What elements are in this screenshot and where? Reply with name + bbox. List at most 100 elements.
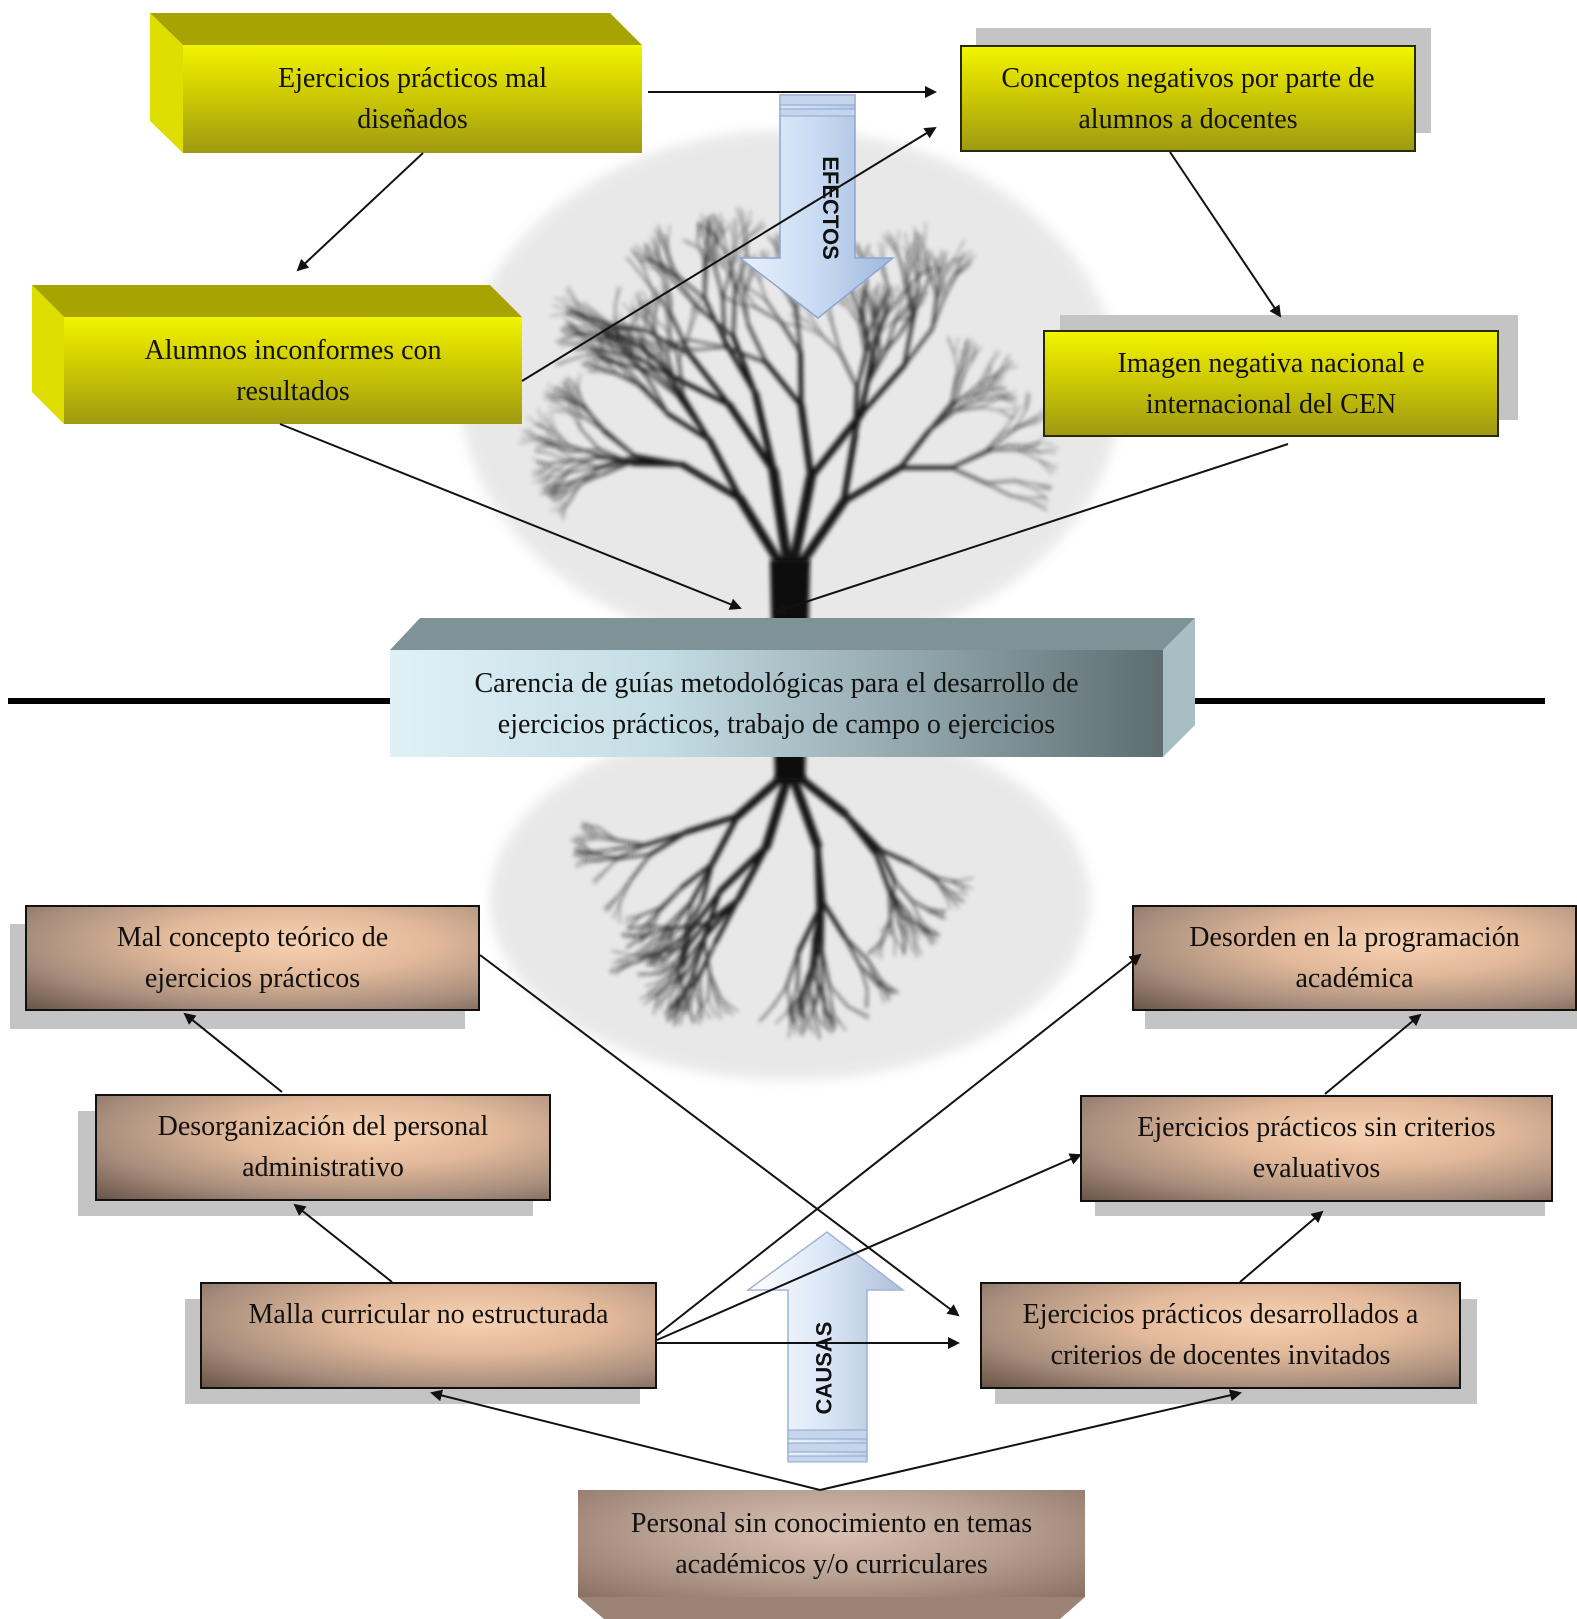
effect-text: Imagen negativa nacional e internacional…	[1117, 347, 1425, 420]
central-problem-text: Carencia de guías metodológicas para el …	[474, 667, 1079, 740]
tree-branch	[564, 406, 585, 419]
tree-root	[582, 828, 597, 839]
tree-branch	[967, 345, 971, 362]
tree-branch	[952, 406, 982, 413]
tree-branch	[967, 349, 979, 362]
tree-branch	[551, 491, 568, 494]
tree-branch	[952, 395, 976, 413]
tree-branch	[953, 353, 960, 377]
tree-root	[625, 914, 642, 919]
tree-root	[597, 826, 618, 842]
tree-branch	[1000, 416, 1014, 434]
tree-branch	[646, 377, 669, 416]
tree-branch	[988, 349, 998, 367]
tree-root	[903, 936, 908, 954]
tree-root	[922, 929, 933, 946]
tree-branch	[960, 350, 969, 362]
cause-box-mal-concepto-teorico: Mal concepto teórico de ejercicios práct…	[25, 905, 480, 1011]
tree-root	[689, 861, 714, 904]
tree-root	[662, 926, 675, 952]
tree-root	[617, 843, 648, 859]
tree-branch	[956, 257, 962, 276]
tree-branch	[1020, 418, 1036, 426]
cause-box-desorden-programacion: Desorden en la programación académica	[1132, 905, 1577, 1011]
tree-root	[892, 878, 913, 902]
tree-branch	[999, 397, 1016, 402]
tree-root	[888, 888, 892, 921]
tree-branch	[950, 392, 977, 404]
tree-root	[615, 839, 648, 847]
tree-root	[893, 938, 896, 957]
tree-root	[932, 877, 952, 893]
tree-branch	[962, 354, 965, 378]
tree-branch	[1000, 424, 1023, 434]
tree-branch	[555, 386, 570, 396]
tree-root	[583, 822, 598, 835]
tree-branch	[560, 388, 575, 398]
cause-text: Desorganización del personal administrat…	[157, 1111, 489, 1183]
tree-root	[948, 893, 964, 903]
tree-root	[594, 837, 618, 842]
tree-root	[910, 899, 931, 911]
tree-branch	[999, 410, 1014, 418]
tree-branch	[952, 250, 973, 262]
tree-branch	[979, 397, 1001, 409]
tree-root	[621, 933, 645, 937]
tree-root	[626, 924, 648, 930]
tree-branch	[985, 365, 992, 381]
tree-branch	[573, 396, 589, 412]
tree-root	[919, 918, 931, 931]
tree-branch	[974, 379, 987, 397]
cause-text: Ejercicios prácticos desarrollados a cri…	[1022, 1299, 1419, 1371]
tree-root	[902, 936, 905, 955]
tree-branch	[852, 386, 860, 437]
tree-branch	[939, 250, 948, 272]
tree-root	[888, 889, 911, 916]
tree-root	[894, 938, 906, 952]
tree-root	[612, 843, 648, 851]
effects-label-text: EFECTOS	[817, 156, 843, 260]
tree-branch	[553, 388, 570, 396]
tree-root	[955, 880, 973, 890]
tree-root	[820, 898, 847, 939]
tree-root	[683, 813, 741, 835]
tree-branch	[979, 406, 1001, 412]
tree-root	[899, 914, 915, 930]
tree-root	[716, 843, 770, 895]
tree-root	[735, 843, 770, 903]
tree-root	[578, 837, 597, 840]
tree-root	[670, 923, 688, 938]
tree-root	[932, 877, 957, 883]
tree-root	[581, 822, 600, 829]
effects-label: EFECTOS	[817, 156, 843, 260]
effect-box-3d-faces	[32, 13, 1195, 1619]
tree-root	[605, 896, 618, 910]
tree-root	[924, 928, 935, 945]
tree-root	[627, 914, 642, 929]
tree-root	[648, 830, 689, 857]
tree-branch	[947, 336, 955, 355]
tree-branch	[629, 327, 632, 353]
tree-root	[903, 915, 925, 932]
cause-text: Personal sin conocimiento en temas acadé…	[630, 1507, 1033, 1580]
tree-root	[644, 906, 662, 927]
tree-root	[671, 900, 694, 929]
tree-branch	[571, 392, 577, 408]
tree-root	[685, 900, 694, 932]
tree-root	[888, 888, 902, 917]
tree-root	[892, 903, 900, 924]
tree-branch	[990, 378, 1004, 387]
tree-branch	[927, 401, 953, 433]
tree-root	[672, 941, 683, 954]
tree-branch	[704, 265, 707, 301]
tree-branch	[567, 396, 572, 413]
effect-box-alumnos-inconformes: Alumnos inconformes con resultados	[64, 317, 522, 424]
tree-branch	[1012, 403, 1018, 418]
tree-root	[615, 878, 632, 899]
tree-branch	[638, 384, 669, 416]
tree-root	[842, 810, 879, 857]
tree-root	[948, 893, 959, 909]
tree-root	[651, 927, 655, 945]
tree-root	[952, 881, 966, 892]
tree-root	[680, 861, 714, 889]
